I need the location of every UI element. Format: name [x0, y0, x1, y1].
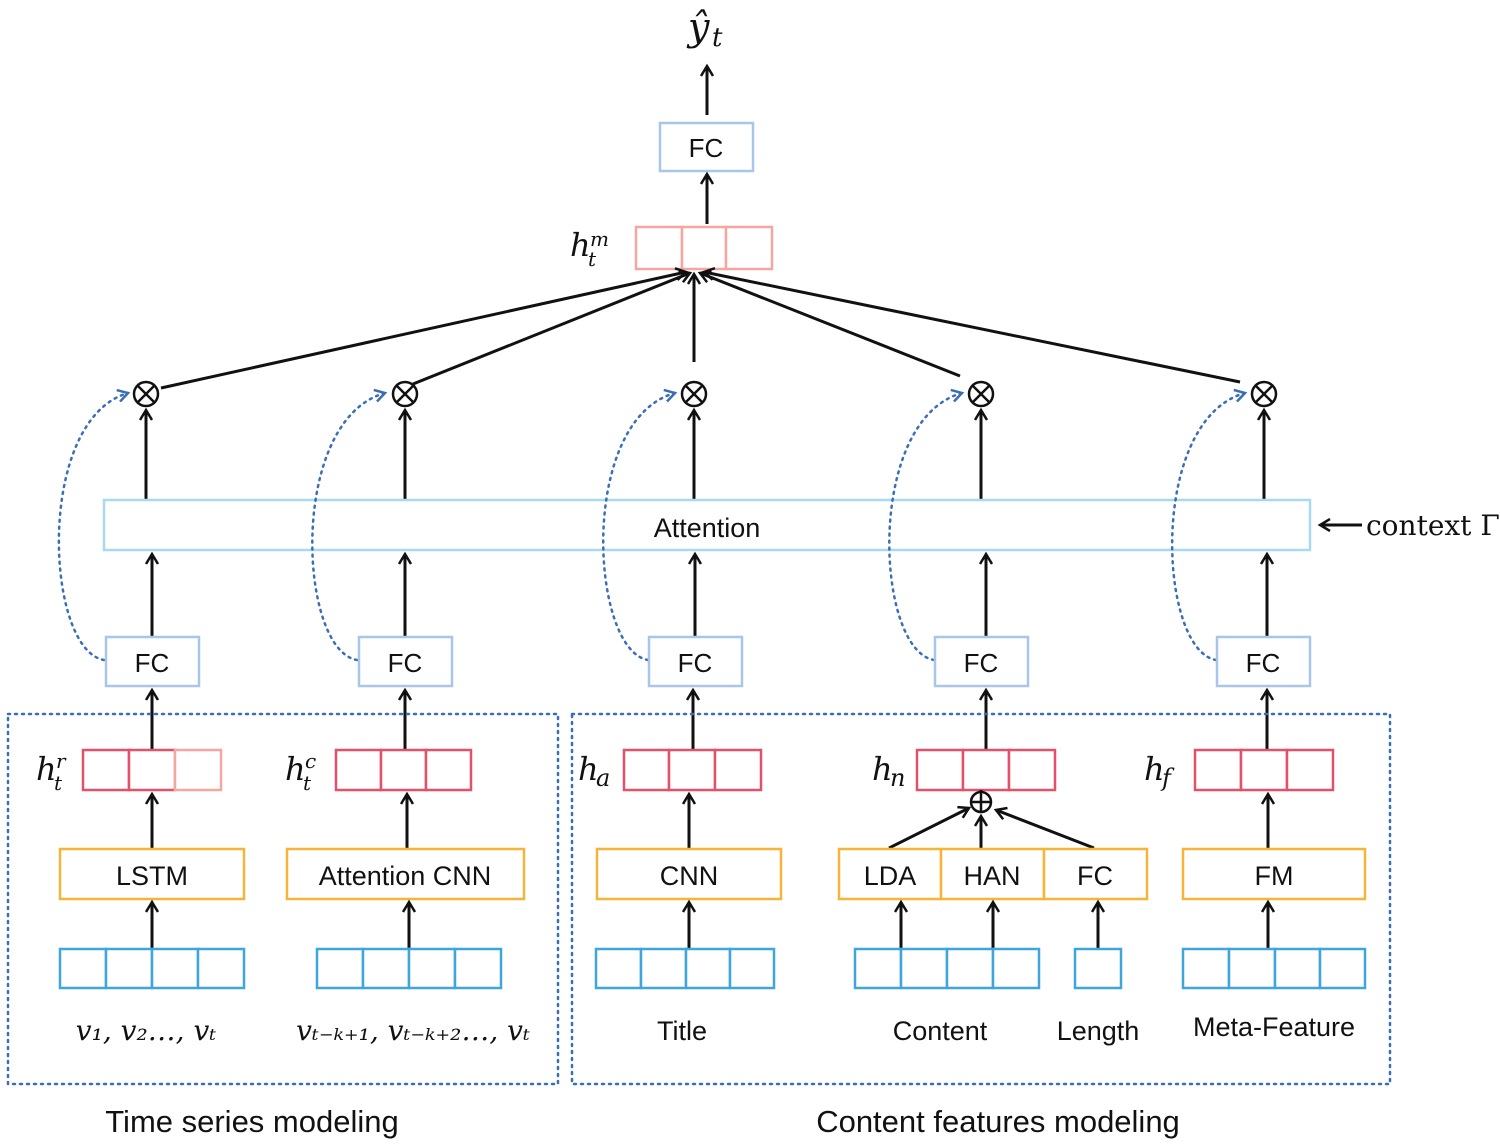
- svg-text:FC: FC: [964, 648, 999, 678]
- svg-text:FC: FC: [135, 648, 170, 678]
- svg-text:FC: FC: [678, 648, 713, 678]
- h-label-1: h t r: [36, 749, 67, 795]
- arrow-fc-to-oplus: [996, 810, 1095, 850]
- hidden-vector-4: [915, 748, 1057, 792]
- merged-vector: [634, 225, 774, 271]
- skip-connection-1: [57, 393, 128, 662]
- input-label-meta: Meta-Feature: [1193, 1012, 1355, 1042]
- svg-text:h: h: [36, 750, 57, 788]
- output-label: ŷ t: [686, 5, 723, 53]
- svg-text:a: a: [596, 764, 610, 792]
- content-fc-box: FC: [1042, 847, 1149, 901]
- arrow-otimes-2-to-merged: [412, 273, 690, 386]
- fc-box-4: FC: [933, 635, 1030, 688]
- otimes-icon: [1250, 380, 1278, 408]
- svg-text:LDA: LDA: [864, 861, 917, 891]
- input-label-title: Title: [657, 1016, 707, 1046]
- skip-connection-4: [888, 393, 962, 662]
- skip-connection-5: [1170, 393, 1245, 662]
- lda-box: LDA: [837, 847, 943, 901]
- input-vector-meta: [1181, 947, 1367, 990]
- svg-text:t: t: [54, 771, 63, 795]
- attention-layer: Attention: [102, 498, 1312, 552]
- fc-box-3: FC: [647, 635, 744, 688]
- otimes-icon: [391, 380, 419, 408]
- arrow-otimes-1-to-merged: [160, 272, 686, 390]
- skip-connection-2: [311, 393, 385, 662]
- svg-text:t: t: [303, 771, 312, 795]
- input-vector-content: [853, 947, 1041, 990]
- svg-text:t: t: [588, 247, 597, 271]
- svg-text:FC: FC: [1077, 861, 1113, 891]
- input-label-1: v₁, v₂…, vₜ: [76, 1014, 217, 1047]
- input-label-length: Length: [1057, 1016, 1140, 1046]
- fc-box-2: FC: [357, 635, 454, 688]
- otimes-icon: [132, 380, 160, 408]
- arrow-lda-to-oplus: [888, 808, 969, 850]
- svg-text:FC: FC: [1246, 648, 1281, 678]
- group-caption-content: Content features modeling: [816, 1104, 1180, 1139]
- input-label-2: vₜ₋ₖ₊₁, vₜ₋ₖ₊₂…, vₜ: [296, 1014, 530, 1047]
- input-vector-length: [1073, 947, 1123, 990]
- svg-text:Attention CNN: Attention CNN: [319, 861, 492, 891]
- svg-text:f: f: [1160, 764, 1175, 792]
- svg-text:h: h: [578, 750, 599, 788]
- input-vector-1: [58, 947, 246, 990]
- arrow-otimes-5-to-merged: [704, 272, 1241, 384]
- context-label: context Γ: [1366, 509, 1500, 542]
- merged-label: h t m: [570, 226, 609, 271]
- input-vector-2: [315, 947, 503, 990]
- h-label-5: h f: [1144, 750, 1175, 792]
- input-vector-title: [594, 947, 776, 990]
- h-label-3: h a: [578, 750, 610, 792]
- svg-text:Attention: Attention: [654, 513, 761, 543]
- svg-text:r: r: [56, 749, 67, 773]
- svg-text:FC: FC: [689, 133, 724, 163]
- lstm-box: LSTM: [58, 847, 246, 901]
- hidden-vector-2: [334, 748, 473, 792]
- svg-text:HAN: HAN: [963, 861, 1020, 891]
- svg-text:FM: FM: [1255, 861, 1294, 891]
- svg-text:m: m: [590, 227, 609, 251]
- input-label-content: Content: [893, 1016, 988, 1046]
- attention-cnn-box: Attention CNN: [285, 847, 526, 901]
- time-series-group-box: [6, 712, 560, 1086]
- han-box: HAN: [939, 847, 1046, 901]
- svg-text:FC: FC: [388, 648, 423, 678]
- svg-text:ŷ: ŷ: [686, 5, 710, 49]
- hidden-vector-5: [1193, 748, 1335, 792]
- content-features-group-box: [570, 712, 1392, 1086]
- fc-box-1: FC: [104, 635, 201, 688]
- otimes-icon: [967, 380, 995, 408]
- hidden-vector-3: [622, 748, 763, 792]
- svg-text:h: h: [285, 750, 306, 788]
- top-fc-box: FC: [658, 121, 755, 173]
- skip-connection-3: [602, 393, 675, 662]
- svg-text:h: h: [570, 226, 591, 264]
- fc-box-5: FC: [1215, 635, 1312, 688]
- svg-text:t: t: [712, 23, 723, 53]
- hidden-vector-1: [81, 748, 223, 792]
- svg-text:h: h: [1144, 750, 1165, 788]
- arrow-otimes-4-to-merged: [700, 273, 961, 378]
- h-label-4: h n: [872, 750, 905, 792]
- svg-text:h: h: [872, 750, 893, 788]
- group-caption-time-series: Time series modeling: [105, 1104, 398, 1139]
- oplus-icon: [969, 790, 993, 814]
- otimes-icon: [680, 380, 708, 408]
- svg-text:c: c: [305, 749, 316, 773]
- h-label-2: h t c: [285, 749, 316, 795]
- cnn-box: CNN: [595, 847, 783, 901]
- svg-text:CNN: CNN: [660, 861, 719, 891]
- svg-text:n: n: [890, 764, 905, 792]
- svg-text:LSTM: LSTM: [116, 861, 188, 891]
- fm-box: FM: [1181, 847, 1367, 901]
